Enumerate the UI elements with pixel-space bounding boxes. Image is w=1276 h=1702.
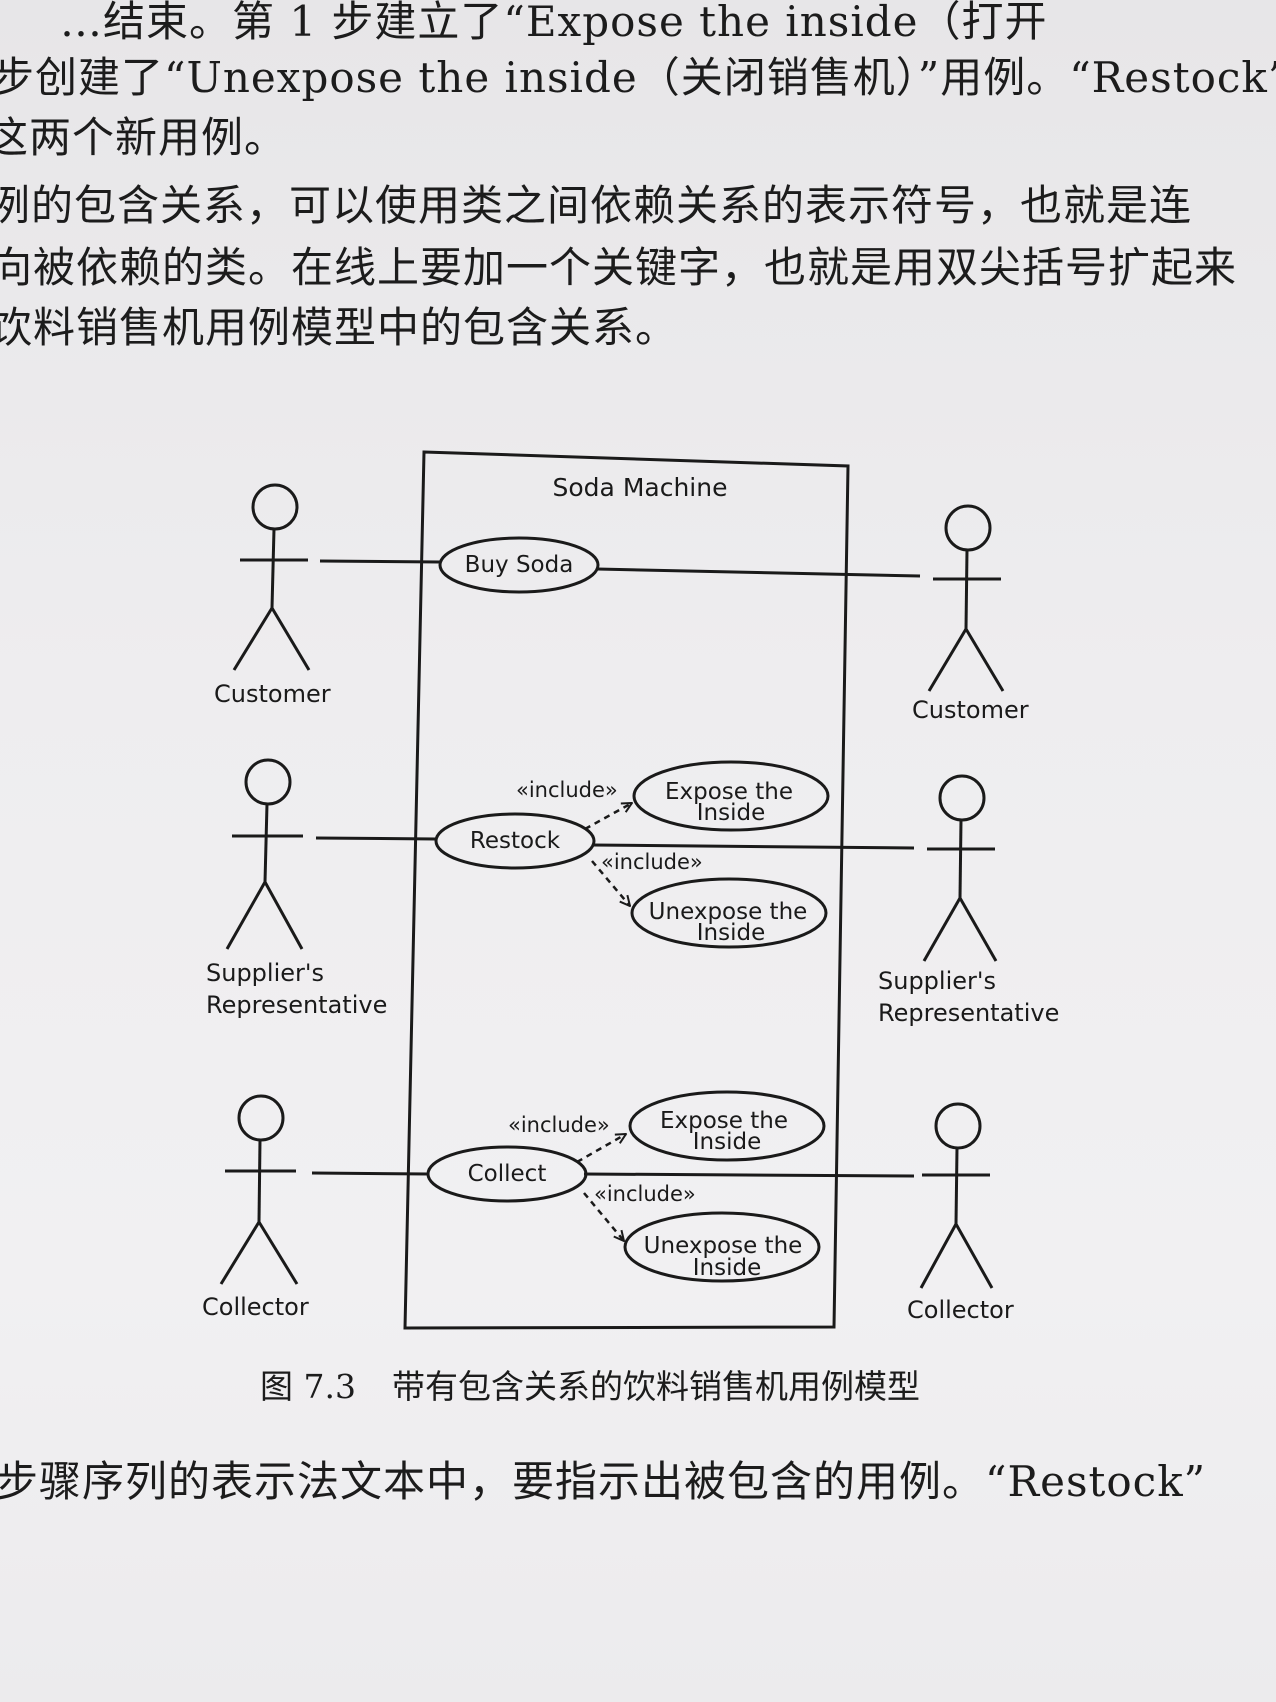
actor-label-collector-left: Collector [202, 1293, 309, 1321]
actor-collector-left [219, 1094, 299, 1285]
use-case-buy-soda [438, 536, 600, 594]
use-case-restock [434, 812, 596, 870]
actor-label-suppliers-right-line2: Representative [878, 999, 1059, 1027]
include-dependencies [576, 801, 632, 1241]
actor-label-customer-right: Customer [912, 696, 1029, 724]
include-label: «include» [601, 850, 703, 874]
use-case-expose-the-inside-restock [632, 760, 830, 832]
include-label: «include» [594, 1182, 696, 1206]
figure-title: 带有包含关系的饮料销售机用例模型 [391, 1367, 920, 1406]
actor-label-suppliers-right-line1: Supplier's [878, 967, 996, 995]
actor-collector-right [919, 1102, 994, 1289]
figure-number: 图 7.3 [260, 1367, 356, 1406]
unexpose-label-line1: Unexpose the [644, 1233, 803, 1259]
expose-label-line1: Expose the [665, 779, 793, 805]
include-label: «include» [508, 1113, 610, 1137]
figure-caption: 图 7.3 带有包含关系的饮料销售机用例模型 [260, 1360, 920, 1408]
system-boundary [403, 450, 850, 1330]
actor-label-suppliers-left-line1: Supplier's [206, 959, 324, 987]
unexpose-label-line2: Inside [693, 1255, 761, 1281]
use-case-buy-soda-label: Buy Soda [465, 552, 574, 578]
use-case-collect-label: Collect [468, 1161, 547, 1187]
body-text-line: 例的包含关系，可以使用类之间依赖关系的表示符号，也就是连 [0, 181, 1193, 230]
use-case-unexpose-the-inside-collect [623, 1211, 821, 1283]
association-lines [311, 559, 921, 1178]
unexpose-label-line1: Unexpose the [649, 899, 808, 925]
unexpose-label-line2: Inside [697, 920, 765, 946]
include-label: «include» [516, 778, 618, 802]
body-text-line: 步骤序列的表示法文本中，要指示出被包含的用例。“Restock” [0, 1457, 1207, 1506]
use-case-restock-label: Restock [470, 828, 561, 854]
use-case-expose-the-inside-collect [628, 1090, 826, 1162]
body-text-line: …结束。第 1 步建立了“Expose the inside（打开 [60, 0, 1048, 46]
actor-suppliers-representative-right [922, 774, 998, 962]
actor-label-collector-right: Collector [907, 1296, 1014, 1324]
body-text-line: 向被依赖的类。在线上要加一个关键字，也就是用双尖括号扩起来 [0, 243, 1238, 292]
use-case-collect [426, 1145, 588, 1203]
actor-label-customer-left: Customer [214, 680, 331, 708]
body-text-line: 这两个新用例。 [0, 113, 288, 162]
system-title: Soda Machine [553, 473, 728, 502]
actor-customer-left [232, 483, 311, 671]
expose-label-line1: Expose the [660, 1108, 788, 1134]
use-case-unexpose-the-inside-restock [630, 877, 828, 949]
actor-customer-right [927, 504, 1005, 692]
body-text-line: 步创建了“Unexpose the inside（关闭销售机）”用例。“Rest… [0, 53, 1276, 102]
expose-label-line2: Inside [693, 1129, 761, 1155]
expose-label-line2: Inside [697, 800, 765, 826]
actor-suppliers-representative-left [225, 758, 304, 950]
body-text-line: 饮料销售机用例模型中的包含关系。 [0, 303, 679, 352]
actor-label-suppliers-left-line2: Representative [206, 991, 387, 1019]
